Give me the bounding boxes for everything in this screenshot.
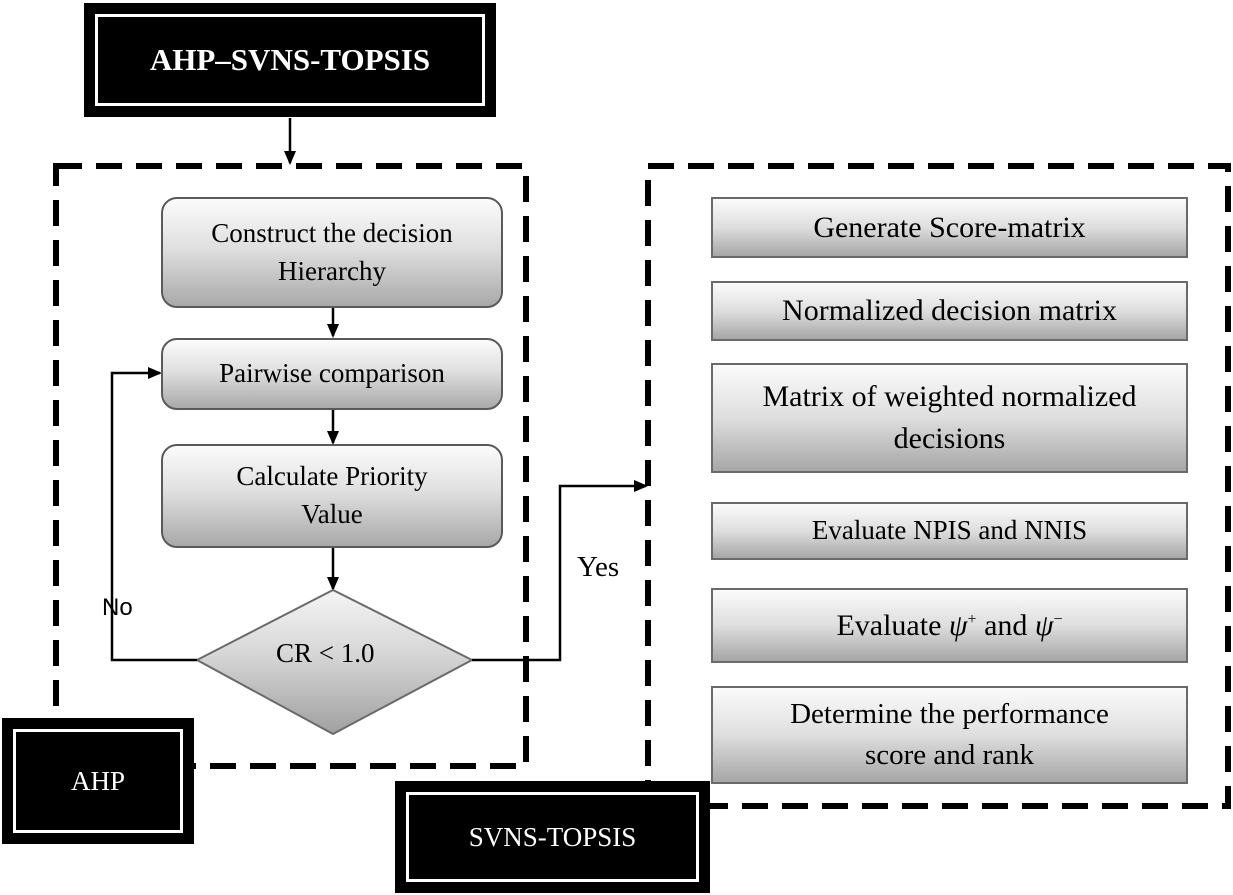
plus-superscript: + <box>967 610 977 628</box>
topsis-label-text: SVNS-TOPSIS <box>468 821 637 852</box>
step-generate-score-matrix: Generate Score-matrix <box>711 197 1188 258</box>
topsis-panel-frame <box>645 163 1231 809</box>
topsis-label-box: SVNS-TOPSIS <box>395 781 710 893</box>
decision-diamond <box>194 588 475 736</box>
ahp-label-text: AHP <box>70 765 125 796</box>
title-box: AHP–SVNS-TOPSIS <box>84 3 496 117</box>
step-weighted-normalized: Matrix of weighted normalized decisions <box>711 363 1188 473</box>
arrow-no-loop <box>110 367 197 662</box>
and-word: and <box>984 608 1028 642</box>
step-construct-hierarchy: Construct the decision Hierarchy <box>161 197 503 308</box>
step-determine-performance-label: Determine the performance score and rank <box>790 698 1109 771</box>
step-determine-performance: Determine the performance score and rank <box>711 686 1188 784</box>
step-normalized-decision-matrix-label: Normalized decision matrix <box>782 294 1117 327</box>
step-calculate-priority: Calculate Priority Value <box>161 444 503 548</box>
minus-superscript: − <box>1053 610 1063 628</box>
evaluate-word: Evaluate <box>836 608 942 642</box>
ahp-panel-frame <box>53 163 529 769</box>
title-text: AHP–SVNS-TOPSIS <box>149 42 431 77</box>
step-evaluate-psi: Evaluate ψ+ and ψ− <box>711 588 1188 663</box>
psi-plus-symbol: ψ <box>948 608 968 642</box>
step-evaluate-npis-nnis: Evaluate NPIS and NNIS <box>711 502 1188 560</box>
step-weighted-normalized-label: Matrix of weighted normalized decisions <box>762 380 1137 455</box>
step-normalized-decision-matrix: Normalized decision matrix <box>711 281 1188 341</box>
step-pairwise-comparison-label: Pairwise comparison <box>219 358 445 389</box>
step-pairwise-comparison: Pairwise comparison <box>161 338 503 410</box>
ahp-label-box: AHP <box>2 718 194 844</box>
step-generate-score-matrix-label: Generate Score-matrix <box>813 210 1086 244</box>
topsis-label-box-inner: SVNS-TOPSIS <box>406 792 699 882</box>
step-evaluate-npis-nnis-label: Evaluate NPIS and NNIS <box>811 515 1088 546</box>
yes-label: Yes <box>577 551 620 583</box>
decision-label: CR < 1.0 <box>276 638 375 668</box>
title-box-inner: AHP–SVNS-TOPSIS <box>95 14 485 106</box>
psi-minus-symbol: ψ <box>1034 608 1054 642</box>
step-calculate-priority-label: Calculate Priority Value <box>236 461 428 529</box>
arrow-yes-to-topsis <box>472 480 648 662</box>
step-evaluate-psi-label: Evaluate ψ+ and ψ− <box>836 605 1062 647</box>
step-construct-hierarchy-label: Construct the decision Hierarchy <box>211 217 453 286</box>
no-label: No <box>102 594 133 621</box>
ahp-label-box-inner: AHP <box>13 729 183 833</box>
